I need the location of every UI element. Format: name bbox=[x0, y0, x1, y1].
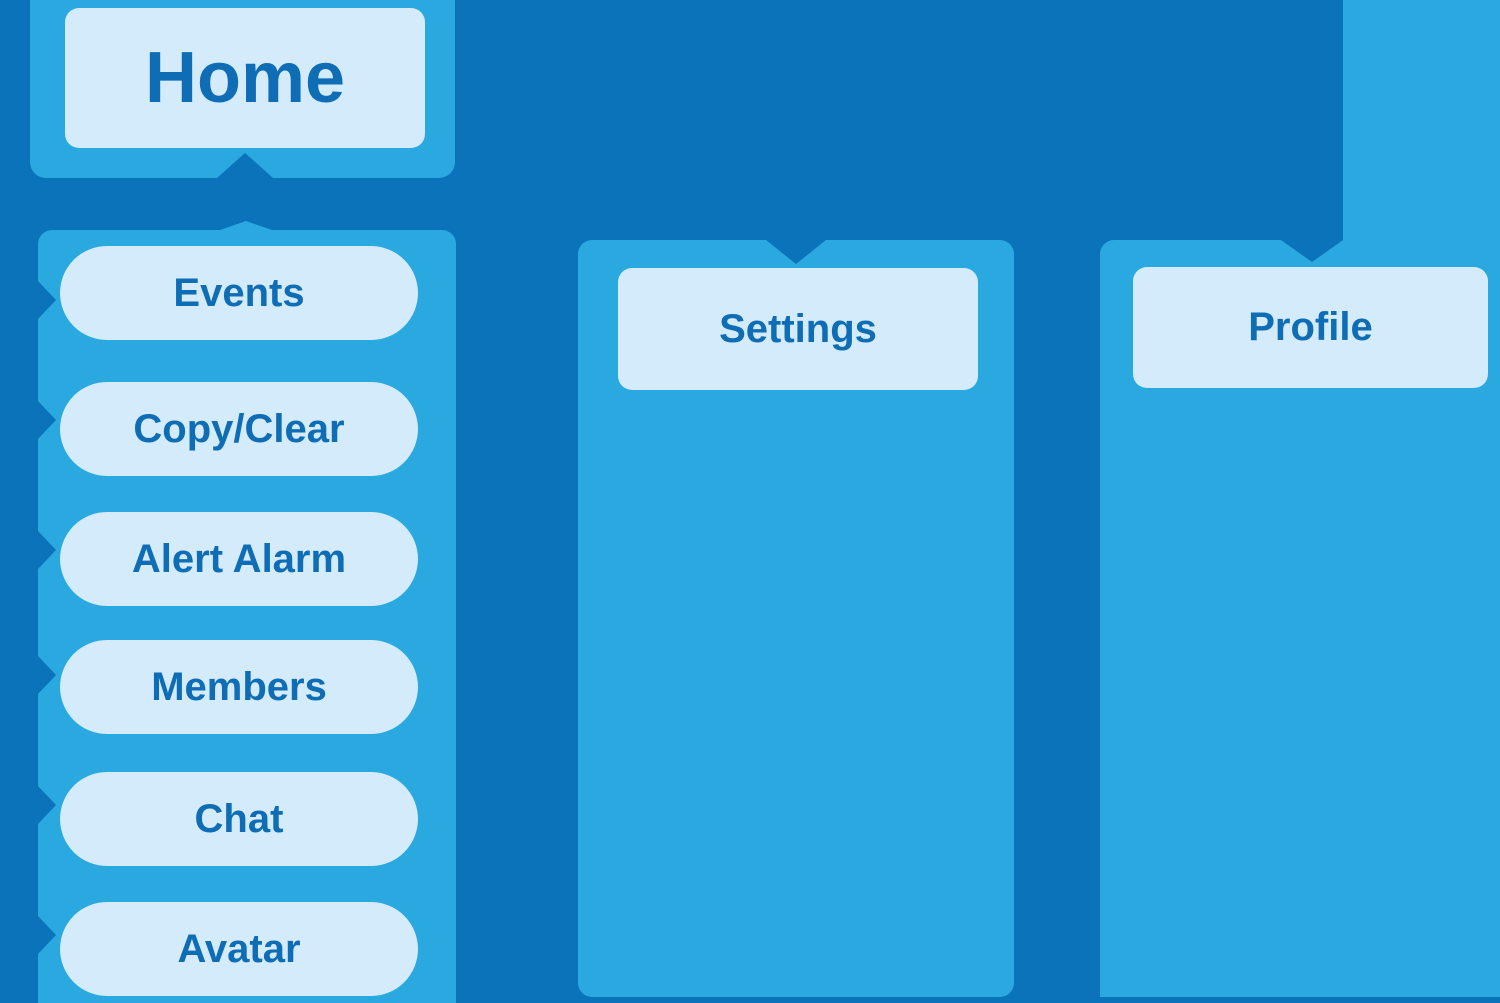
profile-node[interactable]: Profile bbox=[1133, 267, 1488, 388]
home-node-label: Home bbox=[144, 38, 346, 118]
panel-edge-notch-icon bbox=[38, 916, 56, 954]
profile-node-label: Profile bbox=[1248, 305, 1373, 349]
panel-edge-notch-icon bbox=[38, 401, 56, 439]
node-members-label: Members bbox=[151, 664, 327, 709]
connector-notch-settings-icon bbox=[766, 240, 826, 264]
node-alert-alarm[interactable]: Alert Alarm bbox=[60, 512, 418, 606]
panel-edge-notch-icon bbox=[38, 656, 56, 694]
node-copy-clear[interactable]: Copy/Clear bbox=[60, 382, 418, 476]
node-avatar-label: Avatar bbox=[177, 926, 301, 971]
settings-branch-panel: Settings bbox=[578, 240, 1014, 997]
profile-branch-panel: Profile bbox=[1100, 240, 1500, 997]
profile-branch-connector-column bbox=[1343, 0, 1500, 260]
panel-edge-notch-icon bbox=[38, 531, 56, 569]
node-avatar[interactable]: Avatar bbox=[60, 902, 418, 996]
node-chat-label: Chat bbox=[194, 796, 284, 841]
connector-notch-home-icon bbox=[217, 153, 273, 178]
connector-notch-profile-icon bbox=[1281, 240, 1343, 262]
panel-edge-notch-icon bbox=[38, 281, 56, 319]
home-branch-frame: Home bbox=[30, 0, 455, 178]
node-events-label: Events bbox=[173, 270, 305, 315]
panel-edge-notch-icon bbox=[38, 786, 56, 824]
node-events[interactable]: Events bbox=[60, 246, 418, 340]
settings-node-label: Settings bbox=[719, 306, 877, 351]
node-chat[interactable]: Chat bbox=[60, 772, 418, 866]
node-alert-alarm-label: Alert Alarm bbox=[131, 536, 347, 581]
node-members[interactable]: Members bbox=[60, 640, 418, 734]
home-node[interactable]: Home bbox=[65, 8, 425, 148]
settings-node[interactable]: Settings bbox=[618, 268, 978, 390]
home-children-panel: Events Copy/Clear Alert Alarm Members Ch… bbox=[38, 221, 456, 1003]
connector-bump-icon bbox=[220, 221, 272, 230]
node-copy-clear-label: Copy/Clear bbox=[133, 406, 345, 451]
